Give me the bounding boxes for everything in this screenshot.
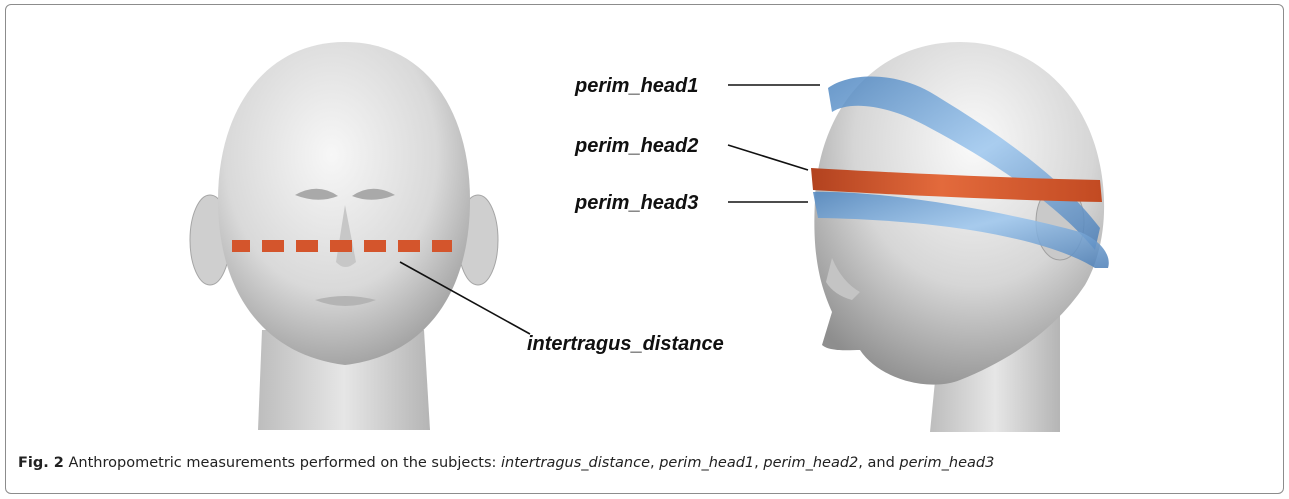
frontal-face [218, 42, 470, 365]
caption-sep3: , and [858, 455, 899, 471]
three-quarter-head [728, 42, 1109, 432]
figure-caption: Fig. 2 Anthropometric measurements perfo… [18, 454, 1268, 473]
perim-head2-label: perim_head2 [574, 135, 698, 157]
perim2-leader-line [728, 145, 808, 170]
figure-illustration: intertragus_distance perim_head1 perim_h… [0, 0, 1289, 440]
caption-term-perim1: perim_head1 [659, 455, 754, 471]
caption-term-perim2: perim_head2 [763, 455, 858, 471]
intertragus-label: intertragus_distance [527, 333, 724, 355]
figure-number: Fig. 2 [18, 455, 64, 471]
caption-term-intertragus: intertragus_distance [501, 455, 650, 471]
perim-head3-label: perim_head3 [574, 192, 698, 214]
caption-sep1: , [650, 455, 659, 471]
frontal-head [190, 42, 530, 430]
perim-head1-label: perim_head1 [574, 75, 698, 97]
caption-sep2: , [754, 455, 763, 471]
caption-text: Anthropometric measurements performed on… [69, 455, 502, 471]
intertragus-dashed-line [232, 240, 452, 252]
caption-term-perim3: perim_head3 [899, 455, 994, 471]
